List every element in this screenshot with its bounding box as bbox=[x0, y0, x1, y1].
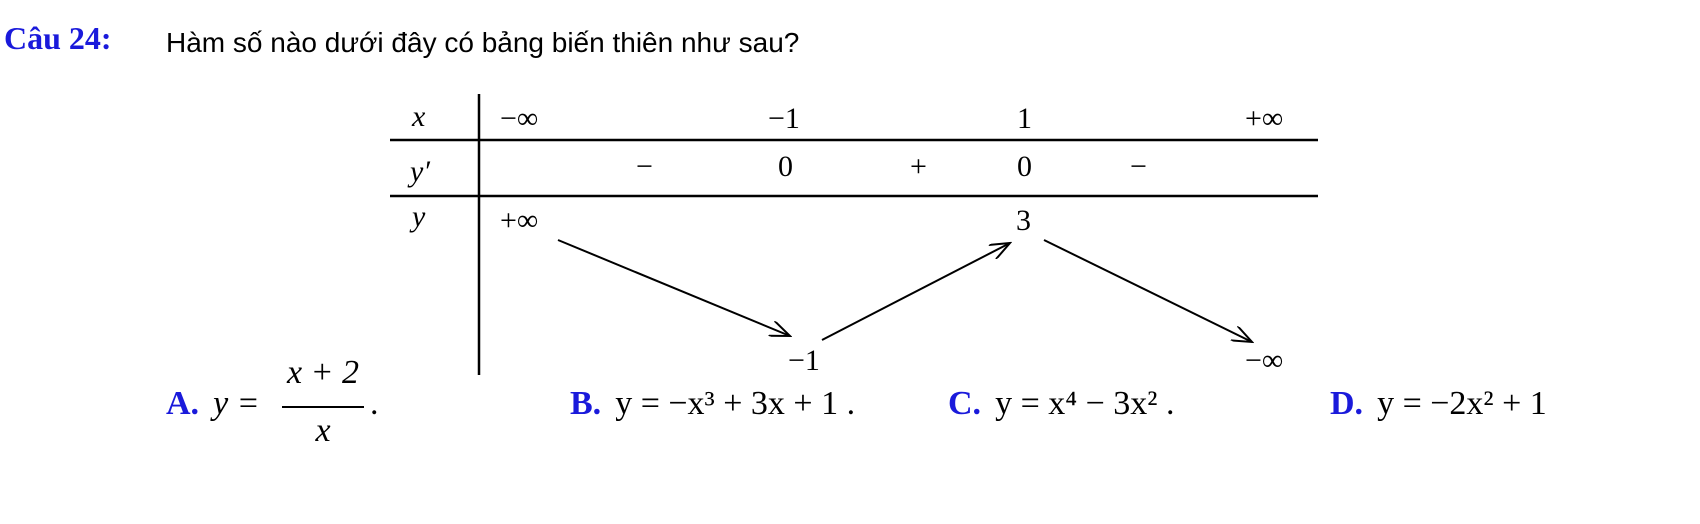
row-label-y: y bbox=[409, 200, 426, 233]
option-a[interactable]: A. y = bbox=[166, 385, 260, 423]
option-b[interactable]: B. y = −x³ + 3x + 1 . bbox=[570, 385, 855, 423]
fraction-bar bbox=[282, 406, 364, 408]
arrow-decrease-1 bbox=[557, 239, 790, 336]
option-a-numerator: x + 2 bbox=[286, 354, 360, 391]
option-a-letter: A. bbox=[166, 385, 200, 422]
y-value-start: +∞ bbox=[500, 204, 538, 237]
x-value-neg-1: −1 bbox=[768, 102, 800, 135]
sign-zero-2: 0 bbox=[1017, 150, 1032, 183]
x-value-1: 1 bbox=[1017, 102, 1032, 135]
sign-plus: + bbox=[910, 150, 927, 183]
arrow-increase bbox=[821, 243, 1010, 341]
row-label-y-prime: y′ bbox=[407, 155, 430, 188]
question-text: Hàm số nào dưới đây có bảng biến thiên n… bbox=[166, 27, 800, 58]
x-value-neg-inf: −∞ bbox=[500, 102, 538, 135]
option-a-prefix: y = bbox=[213, 385, 260, 422]
option-c[interactable]: C. y = x⁴ − 3x² . bbox=[948, 385, 1174, 423]
arrow-decrease-2 bbox=[1043, 239, 1252, 342]
option-c-letter: C. bbox=[948, 385, 982, 422]
y-value-end: −∞ bbox=[1245, 344, 1283, 377]
row-label-x: x bbox=[411, 100, 426, 133]
sign-minus-1: − bbox=[636, 150, 653, 183]
option-d-expression: y = −2x² + 1 bbox=[1377, 385, 1547, 422]
option-d[interactable]: D. y = −2x² + 1 bbox=[1330, 385, 1547, 423]
option-a-denominator: x bbox=[315, 412, 331, 449]
option-b-expression: y = −x³ + 3x + 1 . bbox=[615, 385, 856, 422]
option-b-letter: B. bbox=[570, 385, 602, 422]
y-value-max: 3 bbox=[1016, 204, 1031, 237]
question-number: Câu 24: bbox=[4, 20, 112, 56]
x-value-pos-inf: +∞ bbox=[1245, 102, 1283, 135]
sign-zero-1: 0 bbox=[778, 150, 793, 183]
option-d-letter: D. bbox=[1330, 385, 1364, 422]
y-value-min: −1 bbox=[788, 344, 820, 377]
sign-minus-2: − bbox=[1130, 150, 1147, 183]
option-c-expression: y = x⁴ − 3x² . bbox=[995, 385, 1175, 422]
option-a-suffix: . bbox=[370, 385, 379, 422]
